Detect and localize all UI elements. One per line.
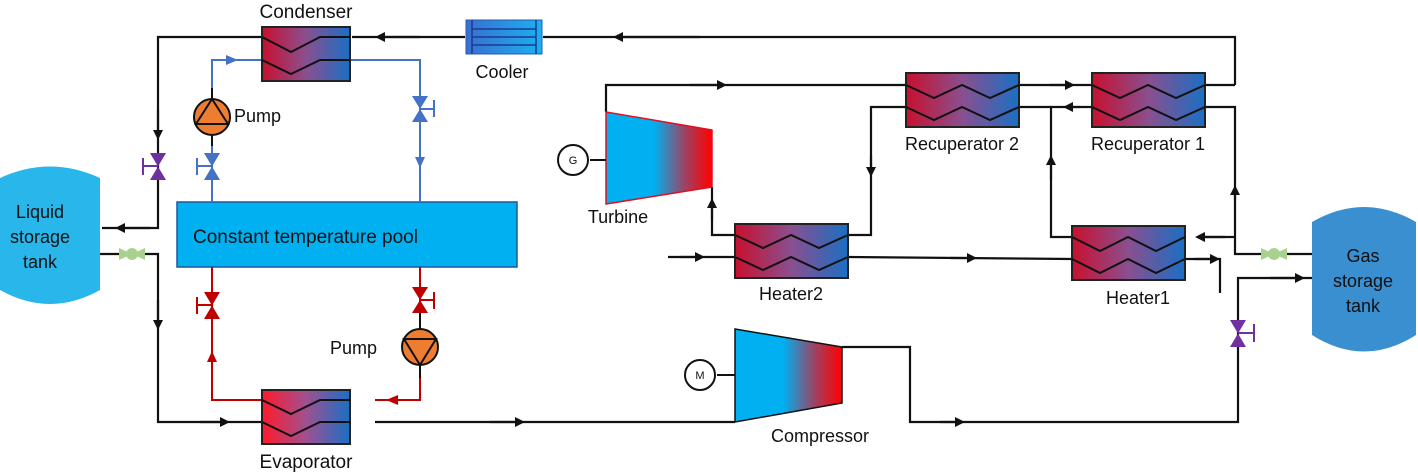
main-loop-pipes <box>100 32 1312 427</box>
motor-icon <box>684 359 716 391</box>
pool-label: Constant temperature pool <box>193 227 418 248</box>
gas-tank-label-3: tank <box>1346 296 1381 316</box>
pump-top: Pump <box>193 88 281 146</box>
check-valve-left <box>119 248 145 260</box>
hot-water-loop <box>207 267 421 405</box>
generator-label: G <box>569 155 578 167</box>
gas-tank-label-2: storage <box>1333 271 1393 291</box>
liquid-tank-label-3: tank <box>23 252 58 272</box>
heater-1: Heater1 <box>1071 225 1186 308</box>
recuperator-1-label: Recuperator 1 <box>1091 134 1205 154</box>
recuperator-2: Recuperator 2 <box>905 72 1020 154</box>
heater-2: Heater2 <box>734 223 849 304</box>
valve-red-left <box>196 292 220 319</box>
condenser: Condenser <box>260 2 354 82</box>
pump-bottom: Pump <box>330 310 439 378</box>
turbine: G Turbine <box>557 111 713 227</box>
constant-temperature-pool: Constant temperature pool <box>176 201 518 268</box>
liquid-tank-label-2: storage <box>10 227 70 247</box>
valve-blue-left <box>196 153 220 180</box>
pump-icon <box>401 328 439 366</box>
evaporator-label: Evaporator <box>260 452 354 473</box>
check-valve-right <box>1261 248 1287 260</box>
valve-purple-left <box>142 153 166 180</box>
recuperator-1: Recuperator 1 <box>1091 72 1206 154</box>
pump-top-label: Pump <box>234 106 281 126</box>
heater-2-label: Heater2 <box>759 284 823 304</box>
liquid-storage-tank: Liquid storage tank <box>0 166 100 304</box>
gas-tank-label-1: Gas <box>1346 246 1379 266</box>
pump-bottom-label: Pump <box>330 338 377 358</box>
generator-icon <box>557 144 589 176</box>
heater-1-label: Heater1 <box>1106 288 1170 308</box>
turbine-label: Turbine <box>588 207 648 227</box>
valve-purple-right <box>1230 320 1255 347</box>
condenser-label: Condenser <box>260 2 354 23</box>
compressor-label: Compressor <box>771 426 869 446</box>
valve-red-right <box>412 287 435 313</box>
recuperator-2-label: Recuperator 2 <box>905 134 1019 154</box>
gas-storage-tank: Gas storage tank <box>1312 207 1416 352</box>
cooler-label: Cooler <box>475 62 528 82</box>
cooler: Cooler <box>465 19 543 82</box>
motor-label: M <box>695 370 704 382</box>
valve-blue-right <box>412 96 435 122</box>
compressor: M Compressor <box>684 328 869 446</box>
liquid-tank-label-1: Liquid <box>16 202 64 222</box>
evaporator: Evaporator <box>260 389 354 473</box>
cold-water-loop <box>211 55 425 202</box>
